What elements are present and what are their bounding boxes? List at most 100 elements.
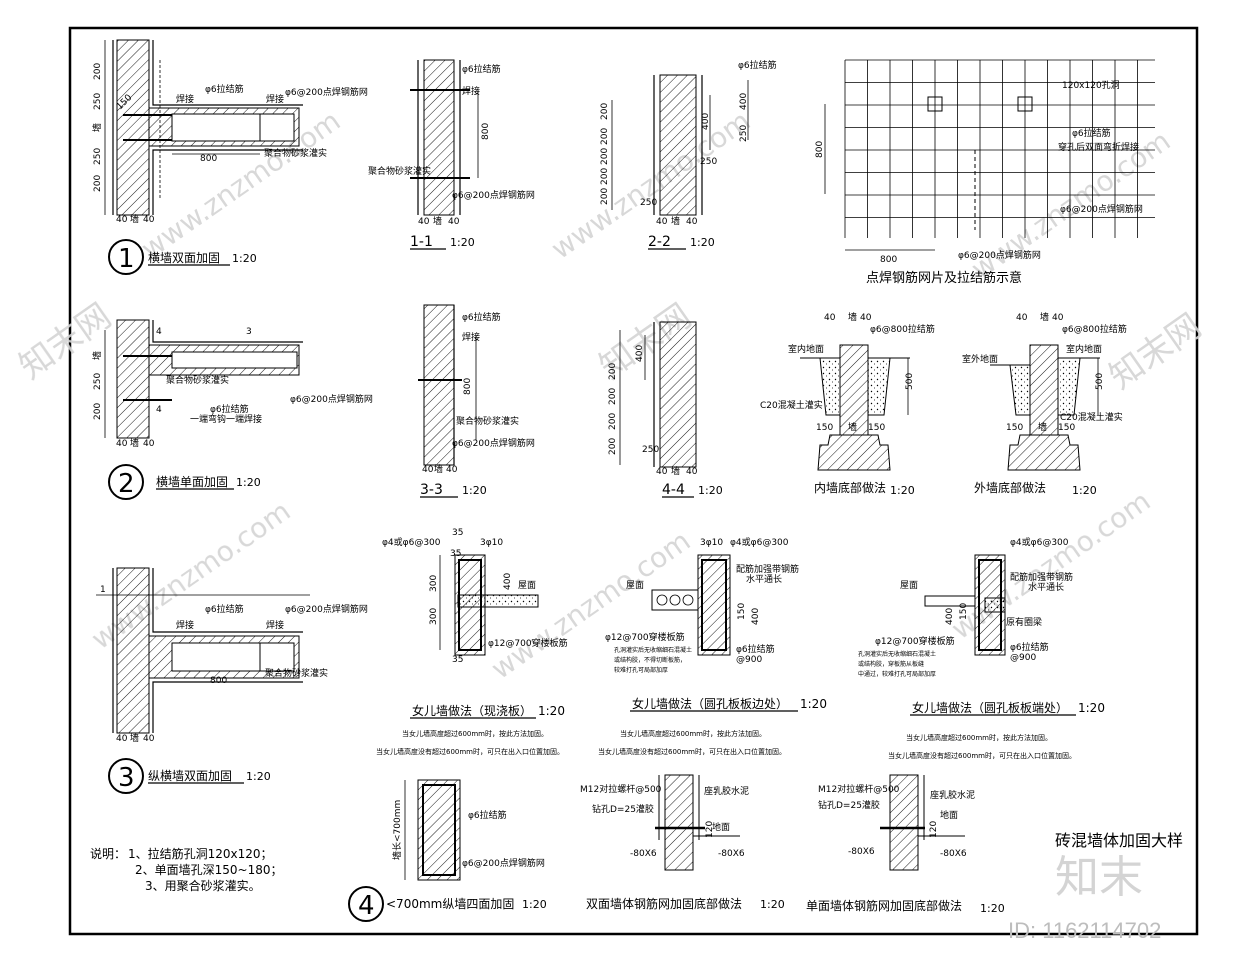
svg-text:当女儿墙高度没有超过600mm时，可只在出入口位置加固。: 当女儿墙高度没有超过600mm时，可只在出入口位置加固。 xyxy=(598,747,786,756)
svg-text:女儿墙做法（圆孔板板边处）: 女儿墙做法（圆孔板板边处） xyxy=(632,696,788,711)
svg-text:400: 400 xyxy=(635,345,645,362)
svg-text:φ12@700穿楼板筋: φ12@700穿楼板筋 xyxy=(605,631,685,643)
svg-text:200: 200 xyxy=(600,168,610,185)
inner-wall-base: 40 墙 40 φ6@800拉结筋 室内地面 C20混凝土灌实 500 150 … xyxy=(760,311,935,497)
svg-text:或结构胶，不得切断板筋，: 或结构胶，不得切断板筋， xyxy=(614,656,686,664)
svg-text:φ6@200点焊钢筋网: φ6@200点焊钢筋网 xyxy=(285,603,368,615)
svg-text:φ6@200点焊钢筋网: φ6@200点焊钢筋网 xyxy=(958,249,1041,261)
svg-text:墙: 墙 xyxy=(130,437,139,449)
svg-text:40: 40 xyxy=(143,215,155,225)
svg-text:40: 40 xyxy=(656,467,668,477)
detail-3-longitudinal-double: 1 40 墙 40 φ6拉结筋 φ6@200点焊钢筋网 焊接 焊接 800 聚合… xyxy=(96,567,368,794)
svg-text:150: 150 xyxy=(959,603,969,620)
svg-text:800: 800 xyxy=(481,123,491,140)
svg-text:φ6拉结筋: φ6拉结筋 xyxy=(205,83,244,95)
svg-text:250: 250 xyxy=(93,148,103,165)
svg-text:女儿墙做法（现浇板）: 女儿墙做法（现浇板） xyxy=(412,703,532,718)
svg-text:φ6@200点焊钢筋网: φ6@200点焊钢筋网 xyxy=(452,437,535,449)
parapet-cast-slab: φ4或φ6@300 3φ10 35 35 300 300 400 屋面 φ12@… xyxy=(376,528,568,756)
svg-text:聚合物砂浆灌实: 聚合物砂浆灌实 xyxy=(166,374,229,386)
svg-text:配筋加强带钢筋: 配筋加强带钢筋 xyxy=(736,563,799,575)
svg-text:3: 3 xyxy=(246,327,252,337)
svg-text:200: 200 xyxy=(608,413,618,430)
svg-text:800: 800 xyxy=(463,378,473,395)
svg-text:1:20: 1:20 xyxy=(698,484,723,497)
svg-text:1:20: 1:20 xyxy=(450,236,475,249)
svg-text:200: 200 xyxy=(93,175,103,192)
section-3-3: φ6拉结筋 焊接 800 聚合物砂浆灌实 φ6@200点焊钢筋网 40 墙 40… xyxy=(418,304,535,498)
svg-text:1:20: 1:20 xyxy=(232,252,257,265)
svg-text:150: 150 xyxy=(816,423,833,433)
svg-text:800: 800 xyxy=(210,676,227,686)
svg-text:φ4或φ6@300: φ4或φ6@300 xyxy=(382,536,441,548)
svg-text:地面: 地面 xyxy=(940,809,958,821)
svg-text:屋面: 屋面 xyxy=(518,580,536,591)
svg-text:聚合物砂浆灌实: 聚合物砂浆灌实 xyxy=(264,147,327,159)
svg-text:φ6@800拉结筋: φ6@800拉结筋 xyxy=(1062,323,1127,335)
svg-text:400: 400 xyxy=(751,608,761,625)
svg-text:当女儿墙高度超过600mm时，按此方法加固。: 当女儿墙高度超过600mm时，按此方法加固。 xyxy=(620,729,766,738)
svg-text:知末网: 知末网 xyxy=(1102,306,1208,397)
svg-text:40: 40 xyxy=(686,217,698,227)
svg-text:墙: 墙 xyxy=(130,213,139,225)
svg-text:孔洞灌实后无收缩细石混凝土: 孔洞灌实后无收缩细石混凝土 xyxy=(858,650,936,658)
svg-text:1:20: 1:20 xyxy=(800,697,827,711)
svg-text:-80X6: -80X6 xyxy=(630,849,657,859)
svg-text:35: 35 xyxy=(452,528,463,538)
svg-text:C20混凝土灌实: C20混凝土灌实 xyxy=(1060,411,1123,423)
svg-text:35: 35 xyxy=(452,655,463,665)
svg-text:250: 250 xyxy=(93,93,103,110)
svg-text:40: 40 xyxy=(824,313,836,323)
svg-text:座乳胶水泥: 座乳胶水泥 xyxy=(704,785,749,797)
svg-text:150: 150 xyxy=(737,603,747,620)
svg-text:钻孔D=25灌胶: 钻孔D=25灌胶 xyxy=(818,799,880,811)
svg-text:地面: 地面 xyxy=(712,821,730,833)
svg-text:-80X6: -80X6 xyxy=(940,849,967,859)
svg-text:座乳胶水泥: 座乳胶水泥 xyxy=(930,789,975,801)
svg-text:φ6拉结筋: φ6拉结筋 xyxy=(468,809,507,821)
svg-text:φ6@800拉结筋: φ6@800拉结筋 xyxy=(870,323,935,335)
svg-text:或结构胶，穿板筋从板缝: 或结构胶，穿板筋从板缝 xyxy=(858,660,924,668)
svg-text:40: 40 xyxy=(656,217,668,227)
base-double-mesh: M12对拉螺杆@500 钻孔D=25灌胶 座乳胶水泥 地面 120 -80X6 … xyxy=(580,774,785,911)
svg-text:焊接: 焊接 xyxy=(266,93,284,105)
svg-text:M12对拉螺杆@500: M12对拉螺杆@500 xyxy=(818,783,900,795)
svg-text:200: 200 xyxy=(600,103,610,120)
svg-text:φ4或φ6@300: φ4或φ6@300 xyxy=(1010,536,1069,548)
svg-text:当女儿墙高度没有超过600mm时，可只在出入口位置加固。: 当女儿墙高度没有超过600mm时，可只在出入口位置加固。 xyxy=(376,747,564,756)
svg-text:中通过，较难打孔可局部加厚: 中通过，较难打孔可局部加厚 xyxy=(858,670,936,678)
svg-text:C20混凝土灌实: C20混凝土灌实 xyxy=(760,399,823,411)
svg-text:300: 300 xyxy=(429,608,439,625)
svg-text:40: 40 xyxy=(860,313,872,323)
svg-text:120x120孔洞: 120x120孔洞 xyxy=(1062,80,1120,91)
svg-text:800: 800 xyxy=(815,141,825,158)
svg-text:40: 40 xyxy=(116,734,128,744)
svg-text:40: 40 xyxy=(422,465,434,475)
svg-text:40: 40 xyxy=(446,465,458,475)
svg-text:1: 1 xyxy=(118,244,135,274)
svg-text:-80X6: -80X6 xyxy=(848,847,875,857)
svg-text:2-2: 2-2 xyxy=(648,234,671,250)
svg-text:墙长<700mm: 墙长<700mm xyxy=(391,800,403,860)
svg-text:孔洞灌实后无收缩细石混凝土: 孔洞灌实后无收缩细石混凝土 xyxy=(614,646,692,654)
detail-1-transverse-double: 200 250 墙 250 200 40 墙 40 150 φ6拉结筋 φ6@2… xyxy=(91,39,368,275)
svg-text:φ6拉结筋: φ6拉结筋 xyxy=(1010,641,1049,653)
svg-text:墙: 墙 xyxy=(848,311,857,323)
svg-text:@900: @900 xyxy=(1010,653,1036,663)
svg-text:φ4或φ6@300: φ4或φ6@300 xyxy=(730,536,789,548)
svg-text:1:20: 1:20 xyxy=(522,898,547,911)
svg-text:配筋加强带钢筋: 配筋加强带钢筋 xyxy=(1010,571,1073,583)
svg-text:1: 1 xyxy=(100,585,106,595)
svg-text:400: 400 xyxy=(945,608,955,625)
svg-text:3: 3 xyxy=(118,763,135,793)
svg-text:内墙底部做法: 内墙底部做法 xyxy=(814,480,886,495)
svg-text:横墙双面加固: 横墙双面加固 xyxy=(148,251,220,265)
svg-text:40: 40 xyxy=(1016,313,1028,323)
svg-text:4: 4 xyxy=(156,327,162,337)
svg-text:3φ10: 3φ10 xyxy=(700,538,723,548)
svg-text:墙: 墙 xyxy=(434,463,443,475)
svg-text:500: 500 xyxy=(905,373,915,390)
svg-text:φ6拉结筋: φ6拉结筋 xyxy=(462,311,501,323)
svg-text:当女儿墙高度超过600mm时，按此方法加固。: 当女儿墙高度超过600mm时，按此方法加固。 xyxy=(402,729,548,738)
svg-text:1:20: 1:20 xyxy=(690,236,715,249)
